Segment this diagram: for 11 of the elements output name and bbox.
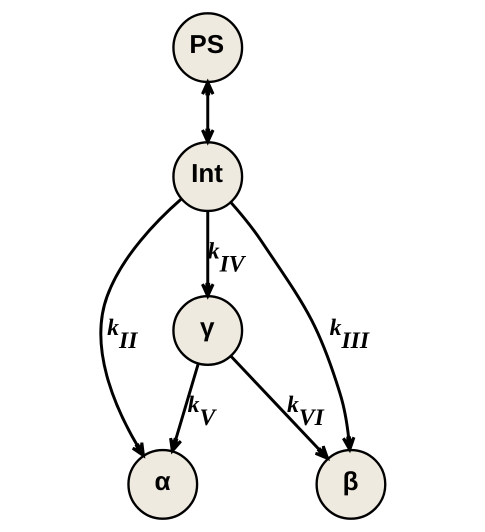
arrow: [229, 201, 355, 452]
arrow: [200, 80, 214, 144]
arrow: [168, 363, 200, 453]
node-circle: γ: [172, 295, 243, 366]
node-circle: α: [126, 448, 198, 520]
arrow: [229, 355, 328, 460]
node-circle: β: [314, 448, 386, 520]
arrow: [200, 211, 214, 298]
arrow: [98, 198, 182, 458]
node-circle: Int: [172, 141, 243, 212]
node-circle: PS: [172, 12, 243, 84]
